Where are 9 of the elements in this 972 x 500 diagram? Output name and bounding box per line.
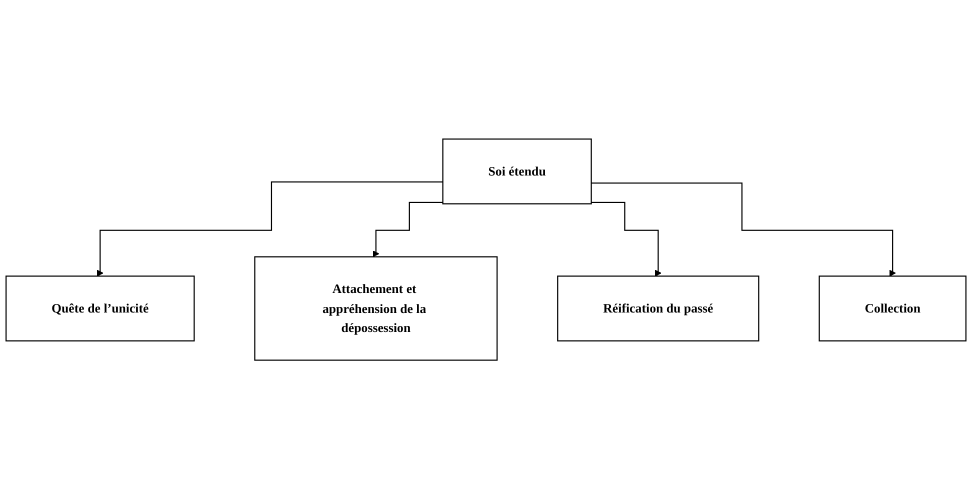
arrow <box>372 202 443 258</box>
arrow <box>591 182 896 277</box>
node-box: Quête de l’unicité <box>6 276 195 342</box>
arrow <box>96 182 443 277</box>
arrow <box>591 202 662 277</box>
node-box: Soi étendu <box>442 138 592 205</box>
node-box: Collection <box>818 276 966 342</box>
node-box: Réification du passé <box>557 276 760 342</box>
node-box: Attachement et appréhension de la dépossession <box>254 256 498 362</box>
